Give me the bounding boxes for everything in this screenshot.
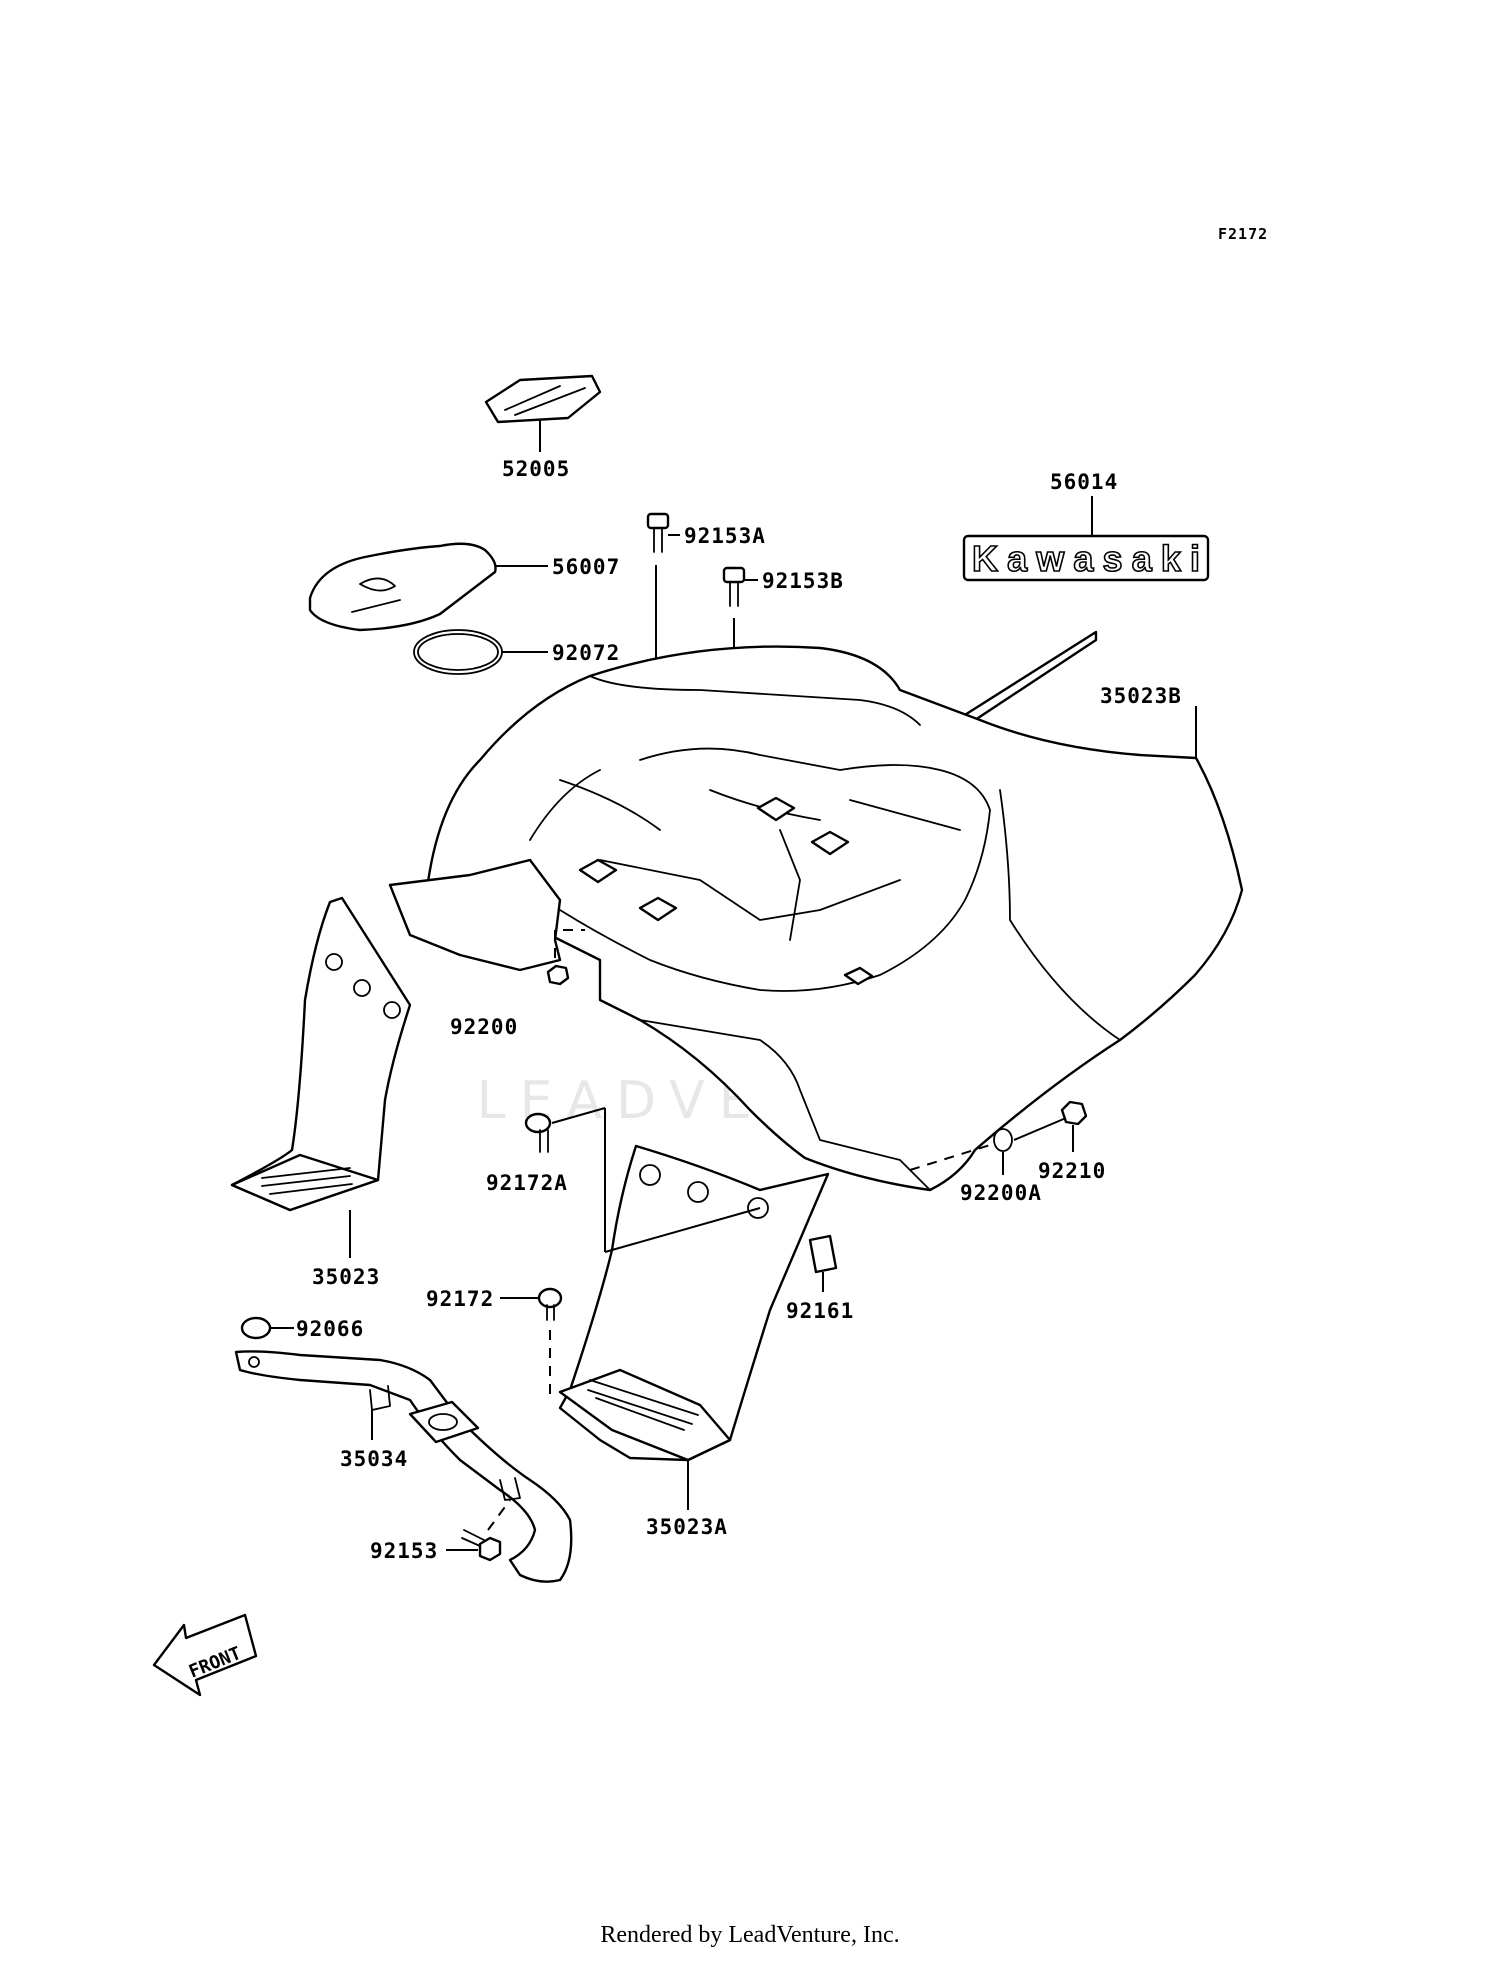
label-92066[interactable]: 92066 <box>296 1317 364 1341</box>
bolt-92153[interactable] <box>446 1499 511 1562</box>
label-92200[interactable]: 92200 <box>450 1015 518 1039</box>
label-56007[interactable]: 56007 <box>552 555 620 579</box>
ring-92072[interactable] <box>413 629 548 675</box>
label-92210[interactable]: 92210 <box>1038 1159 1106 1183</box>
footer-credit: Rendered by LeadVenture, Inc. <box>600 1922 900 1948</box>
stripe-decal <box>958 630 1098 724</box>
screw-92172A[interactable] <box>524 1107 606 1252</box>
label-92172A[interactable]: 92172A <box>486 1171 568 1195</box>
cover-56007[interactable] <box>308 542 548 632</box>
label-35023[interactable]: 35023 <box>312 1265 380 1289</box>
plug-92066[interactable] <box>240 1316 294 1340</box>
label-92153A[interactable]: 92153A <box>684 524 766 548</box>
pad-52005[interactable] <box>484 374 602 452</box>
footrest-panel-35023A[interactable] <box>558 1144 830 1510</box>
label-52005[interactable]: 52005 <box>502 457 570 481</box>
label-92161[interactable]: 92161 <box>786 1299 854 1323</box>
pad-92161[interactable] <box>808 1234 838 1292</box>
nut-92200[interactable] <box>546 929 585 986</box>
label-56014[interactable]: 56014 <box>1050 470 1118 494</box>
fender-left-flap <box>388 858 562 972</box>
washer-92200A[interactable] <box>909 1117 1067 1175</box>
label-92153[interactable]: 92153 <box>370 1539 438 1563</box>
label-92172[interactable]: 92172 <box>426 1287 494 1311</box>
bracket-35034[interactable] <box>234 1350 573 1583</box>
label-92072[interactable]: 92072 <box>552 641 620 665</box>
screw-92172[interactable] <box>500 1287 563 1402</box>
kawasaki-logo-text: Kawasaki <box>972 538 1200 579</box>
label-35023B[interactable]: 35023B <box>1100 684 1182 708</box>
figure-number: F2172 <box>1218 225 1268 243</box>
rear-fender-35023B[interactable] <box>426 645 1244 1192</box>
label-92200A[interactable]: 92200A <box>960 1181 1042 1205</box>
front-arrow-icon: FRONT <box>152 1613 258 1697</box>
label-35034[interactable]: 35034 <box>340 1447 408 1471</box>
label-35023A[interactable]: 35023A <box>646 1515 728 1539</box>
kawasaki-emblem-56014[interactable]: Kawasaki <box>962 534 1210 582</box>
footrest-panel-35023[interactable] <box>230 896 412 1258</box>
nut-92210[interactable] <box>1060 1100 1088 1152</box>
label-92153B[interactable]: 92153B <box>762 569 844 593</box>
